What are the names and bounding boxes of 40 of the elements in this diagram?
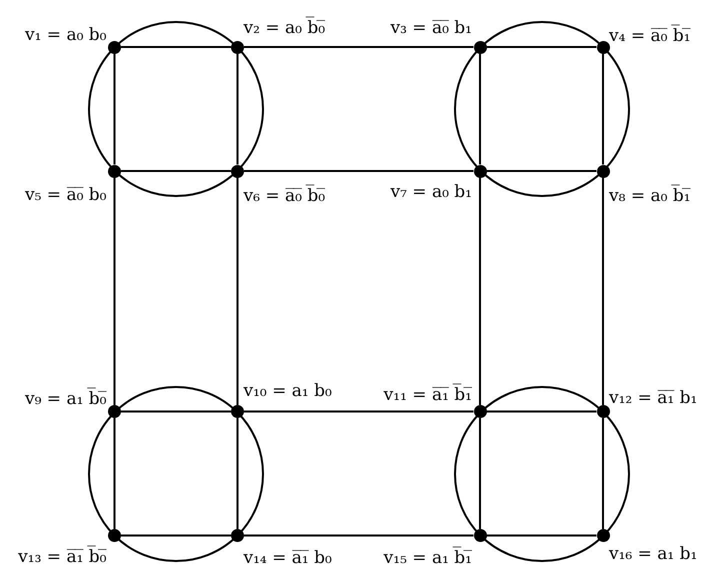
vertex-label: v₅ = a̅₀̅ b₀ [24,184,106,206]
edge-line [121,534,231,536]
edge-line [486,170,596,172]
edge-line [486,46,596,48]
edge-line [479,418,481,529]
vertex-label: v₁₂ = a̅₁̅ b₁ [609,386,698,408]
vertex-label: v₁₅ = a₁ b̅₁̅ [384,546,472,568]
edge-line [244,170,474,172]
vertex-label: v₁₀ = a₁ b₀ [244,380,332,402]
vertex-label: v₂ = a₀ b̅₀̅ [244,17,326,39]
edge-line [486,410,596,412]
edge-line [114,54,116,164]
vertex-label: v₁₃ = a̅₁̅ b̅₀̅ [18,546,106,568]
edge-line [236,418,238,529]
edge-line [114,178,116,405]
vertex-label: v₁₆ = a₁ b₁ [609,542,698,564]
edge-line [479,178,481,405]
vertex-label: v₁₁ = a̅₁̅ b̅₁̅ [384,384,472,406]
edge-line [602,418,604,529]
edge-line [114,418,116,529]
vertex-label: v₁ = a₀ b₀ [24,24,106,46]
edge-line [121,170,231,172]
vertex-label: v₄ = a̅₀̅ b̅₁̅ [609,25,691,47]
vertex-label: v₉ = a₁ b̅₀̅ [24,388,106,410]
edge-line [244,410,474,412]
vertex-label: v₁₄ = a̅₁̅ b₀ [244,546,332,568]
edge-line [602,178,604,405]
vertex-label: v₃ = a̅₀̅ b₁ [390,17,472,39]
vertex-label: v₈ = a₀ b̅₁̅ [609,185,691,207]
vertex-label: v₆ = a̅₀̅ b̅₀̅ [244,185,326,207]
edge-line [121,46,231,48]
edge-line [602,54,604,164]
edge-line [479,54,481,164]
edge-line [236,178,238,405]
edge-line [244,46,474,48]
edge-line [121,410,231,412]
edge-line [236,54,238,164]
edge-line [244,534,474,536]
edge-line [486,534,596,536]
vertex-label: v₇ = a₀ b₁ [390,181,472,203]
